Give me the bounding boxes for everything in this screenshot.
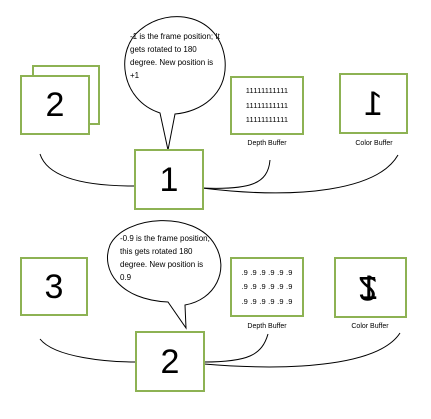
top-speech-bubble: [124, 16, 226, 151]
bottom-frame-box: 2: [135, 331, 205, 392]
top-stack-number: 2: [45, 86, 65, 124]
top-depth-row: 11111111111: [245, 86, 289, 96]
bottom-depth-row: .9 .9 .9 .9 .9 .9: [241, 267, 293, 277]
bottom-connector-right: [203, 333, 269, 363]
top-frame-box: 1: [134, 149, 204, 210]
top-color-buffer: 1: [339, 73, 408, 134]
bottom-connector-far-right: [203, 332, 401, 368]
top-connector-far-right: [201, 154, 399, 194]
top-color-value: 1: [364, 84, 383, 123]
bottom-depth-row: .9 .9 .9 .9 .9 .9: [241, 296, 293, 306]
bottom-left-box: 3: [20, 257, 88, 316]
bottom-speech-bubble: [107, 220, 222, 330]
bottom-color-value: 2: [358, 269, 377, 307]
top-depth-row: 11111111111: [245, 115, 289, 125]
top-connector-curve: [39, 153, 135, 187]
bottom-depth-label: Depth Buffer: [247, 323, 287, 330]
top-color-label: Color Buffer: [355, 140, 393, 147]
bottom-depth-buffer: .9 .9 .9 .9 .9 .9 .9 .9 .9 .9 .9 .9 .9 .…: [230, 257, 304, 317]
top-bubble-text: -1 is the frame position; It gets rotate…: [130, 32, 220, 80]
top-depth-label: Depth Buffer: [247, 140, 287, 147]
top-stack-front-card: 2: [20, 75, 90, 135]
bottom-color-label: Color Buffer: [351, 323, 389, 330]
top-depth-row: 11111111111: [245, 100, 289, 110]
top-depth-buffer: 11111111111 11111111111 11111111111: [230, 76, 304, 135]
bottom-bubble-text: -0.9 is the frame position, this gets ro…: [120, 234, 210, 282]
bottom-frame-number: 2: [160, 342, 180, 381]
bottom-connector-curve: [39, 338, 136, 363]
top-connector-right: [201, 159, 271, 189]
bottom-color-buffer: 1 2: [334, 257, 407, 318]
bottom-depth-row: .9 .9 .9 .9 .9 .9: [241, 282, 293, 292]
top-frame-number: 1: [159, 160, 179, 199]
bottom-left-number: 3: [44, 267, 64, 306]
